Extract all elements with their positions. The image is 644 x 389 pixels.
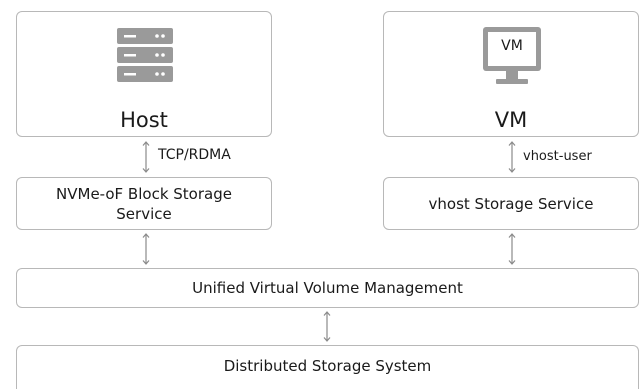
server-icon: [117, 28, 173, 82]
unified-management-label: Unified Virtual Volume Management: [192, 279, 463, 297]
nvme-service-node: NVMe-oF Block Storage Service: [16, 177, 272, 230]
nvme-service-label: NVMe-oF Block Storage Service: [56, 184, 232, 223]
connectors: [142, 141, 516, 342]
host-node: Host: [16, 11, 272, 137]
vm-screen-text: VM: [501, 38, 523, 54]
distributed-storage-label: Distributed Storage System: [223, 357, 432, 375]
vhost-service-label: vhost Storage Service: [428, 194, 594, 213]
host-label: Host: [120, 108, 168, 132]
edge-label-vhost-user: vhost-user: [523, 149, 592, 164]
vm-node: VM VM: [383, 11, 639, 137]
unified-management-node: Unified Virtual Volume Management: [16, 268, 639, 308]
vm-label: VM: [494, 108, 528, 132]
edge-label-tcp-rdma: TCP/RDMA: [158, 147, 231, 163]
monitor-icon: [483, 27, 541, 84]
vhost-service-node: vhost Storage Service: [383, 177, 639, 230]
